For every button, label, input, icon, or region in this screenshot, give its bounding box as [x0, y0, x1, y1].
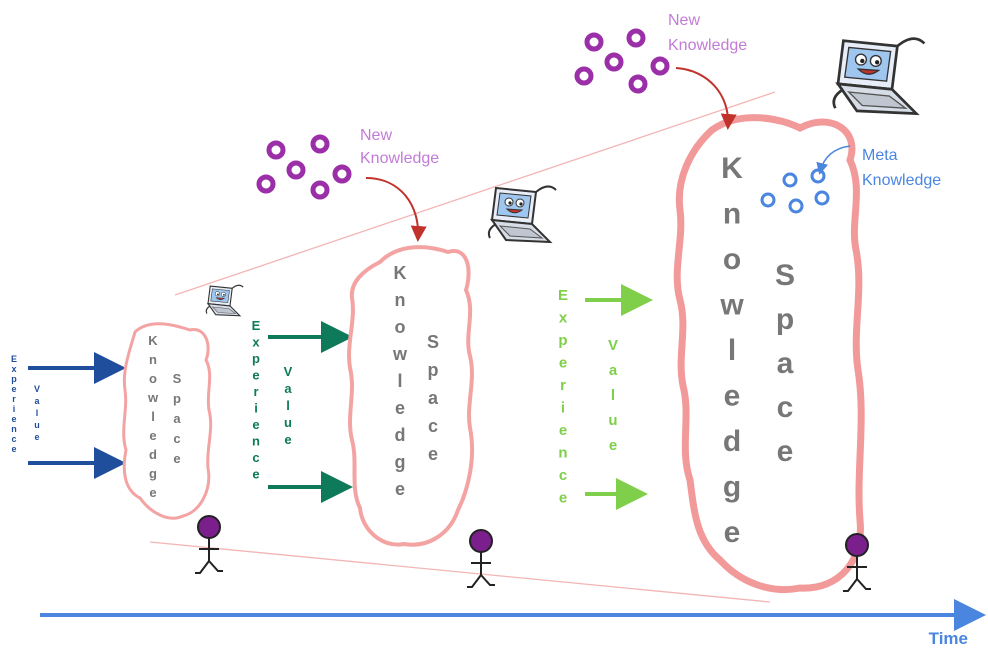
stage-2-knowledge-dots-icon [256, 134, 352, 200]
stage-2-new-knowledge-arrow [365, 177, 427, 242]
meta-knowledge-arrow [816, 145, 851, 175]
growth-cone-upper [174, 91, 776, 296]
stage-1-person-icon [194, 515, 224, 574]
meta-knowledge-line2: Knowledge [862, 172, 941, 189]
stage-3-new-label-line2: Knowledge [668, 37, 747, 54]
stage-1-laptop-icon [205, 284, 244, 317]
growth-cone-lower [149, 541, 771, 603]
stage-3-new-label-line1: New [668, 12, 700, 29]
stage-3-laptop-icon [832, 37, 926, 115]
meta-knowledge-line1: Meta [862, 147, 898, 164]
stage-2-knowledge-cloud [347, 245, 475, 547]
stage-2-new-label-line1: New [360, 127, 392, 144]
stage-2-new-label-line2: Knowledge [360, 150, 439, 167]
meta-knowledge-dots-icon [760, 168, 830, 214]
stage-3-knowledge-cloud [673, 114, 865, 594]
stage-3-knowledge-dots-icon [574, 28, 670, 94]
stage-1-knowledge-cloud [122, 322, 213, 520]
time-label: Time [929, 629, 968, 648]
stage-2-person-icon [466, 529, 496, 588]
stage-3-new-knowledge-arrow [675, 67, 737, 130]
stage-2-laptop-icon [487, 185, 557, 243]
